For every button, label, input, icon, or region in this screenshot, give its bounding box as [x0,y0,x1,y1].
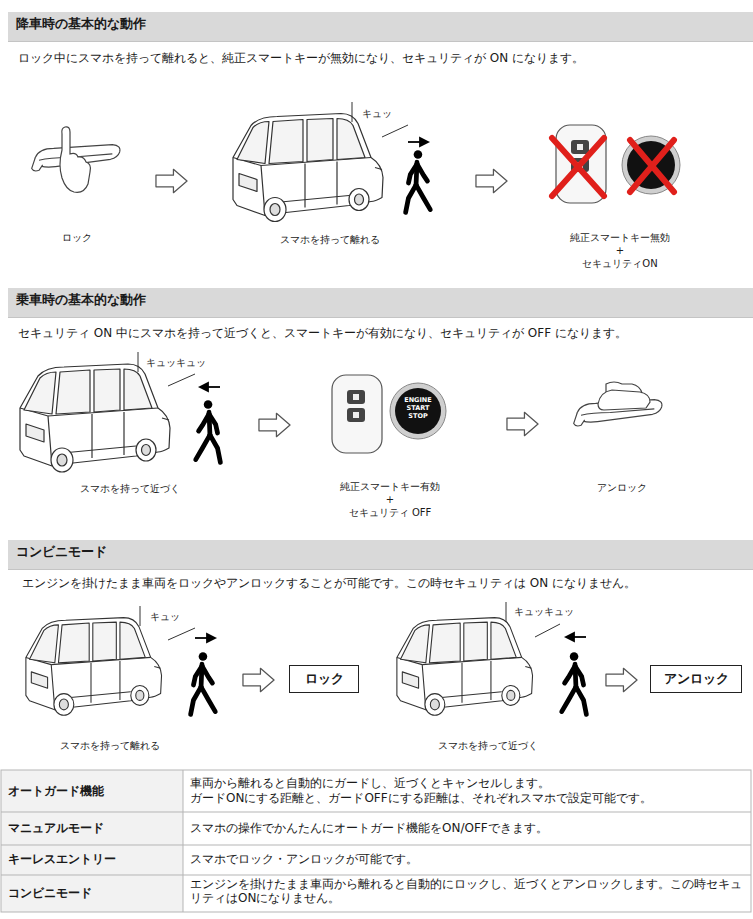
walking-person [562,652,587,714]
drawing-part [571,140,589,154]
drawing-part [207,634,215,642]
walking-person [191,652,216,714]
car [26,618,162,716]
step-caption: + [555,245,685,257]
walking-person [406,150,431,212]
step-caption: + [325,494,455,506]
drawing-part [1,770,751,912]
table-cell: 車両から離れると自動的にガードし、近づくとキャンセルします。 [190,776,746,790]
table-cell: ガードONにする距離と、ガードOFFにする距離は、それぞれスマホで設定可能です。 [190,791,746,805]
step-caption: スマホを持って離れる [35,740,185,752]
drawing-part [1,770,183,912]
box-text: ロック [305,670,344,688]
drawing-part [566,633,574,641]
direction-arrow [408,138,428,146]
table-cell: スマホの操作でかんたんにオートガード機能をON/OFFできます。 [190,821,746,835]
smart-key [332,375,382,453]
step-caption: スマホを持って離れる [255,234,405,246]
drawing-part [420,138,428,146]
walking-person [196,400,221,462]
disabled-cross [552,138,674,196]
table-header-cell: マニュアルモード [8,821,180,835]
description: エンジンを掛けたまま車両をロックやアンロックすることが可能です。この時セキュリテ… [22,576,747,590]
drawing-part [347,390,365,404]
start-button [390,383,446,439]
drawing-part [1,845,751,846]
block-arrow [156,169,187,192]
table-header-cell: キーレスエントリー [8,852,180,866]
drawing-part [630,140,674,192]
button-text: ENGINE START STOP [396,396,440,420]
table-cell: エンジンを掛けたまま車両から離れると自動的にロックし、近づくとアンロックします。… [190,877,746,905]
sound-line [168,628,195,640]
sound-tick [352,102,353,122]
table-cell: スマホでロック・アンロックが可能です。 [190,852,746,866]
sound-line [535,624,560,637]
drawing-part [552,138,604,196]
drawing-part [577,144,583,150]
section-title: 降車時の基本的な動作 [8,12,753,36]
sound-tick [138,352,139,372]
step-caption: セキュリティ OFF [325,507,455,519]
drawing-part [390,383,446,439]
car [397,618,533,716]
drawing-part [347,408,365,422]
step-caption: 純正スマートキー有効 [325,481,455,493]
direction-arrow [195,634,215,642]
sound-line [382,125,408,137]
sound-line [168,374,195,386]
table-header-cell: オートガード機能 [8,784,180,798]
start-button [622,136,680,194]
unlock-step [574,382,662,426]
step-caption: スマホを持って近づく [55,483,205,495]
step-caption: ロック [47,232,107,244]
drawing-part [606,382,642,393]
drawing-part [200,383,208,391]
result-box: アンロック [650,665,742,693]
drawing-part [1,812,751,813]
section-title: コンビニモード [8,540,753,564]
description: セキュリティ ON 中にスマホを持って近づくと、スマートキーが有効になり、セキュ… [18,326,743,340]
step-caption: スマホを持って近づく [413,740,563,752]
sound-label: キュッ [150,611,200,623]
drawing-part [183,770,184,912]
block-arrow [476,169,507,192]
hand [598,390,650,410]
block-arrow [606,668,637,691]
block-arrow [259,413,290,436]
section-header: 降車時の基本的な動作 [8,12,753,42]
step-caption: セキュリティON [555,258,685,270]
block-arrow [507,412,538,435]
box-text: アンロック [664,670,729,688]
block-arrow [243,668,274,691]
feature-table [1,770,751,912]
drawing-part [552,138,604,196]
sound-tick [506,602,507,622]
drawing-part [395,388,441,434]
result-box: ロック [289,665,359,693]
lock-step [32,127,120,192]
sound-tick [140,606,141,626]
car [233,114,383,222]
step-caption: アンロック [577,482,667,494]
car [20,364,170,472]
drawing-part [353,412,359,418]
drawing-part [622,136,680,194]
drawing-part [630,140,674,192]
direction-arrow [566,633,586,641]
sound-label: キュッキュッ [514,606,594,618]
sound-label: キュッ [362,108,412,120]
table-header-cell: コンビニモード [8,886,180,900]
drawing-part [332,375,382,453]
section-header: コンビニモード [8,540,753,570]
description: ロック中にスマホを持って離れると、純正スマートキーが無効になり、セキュリティが … [18,51,743,65]
drawing-part [1,875,751,876]
step-caption: 純正スマートキー無効 [555,232,685,244]
direction-arrow [200,383,220,391]
drawing-part [353,394,359,400]
sound-label: キュッキュッ [146,357,226,369]
section-title: 乗車時の基本的な動作 [8,288,753,312]
hand [60,127,91,192]
section-header: 乗車時の基本的な動作 [8,288,753,318]
